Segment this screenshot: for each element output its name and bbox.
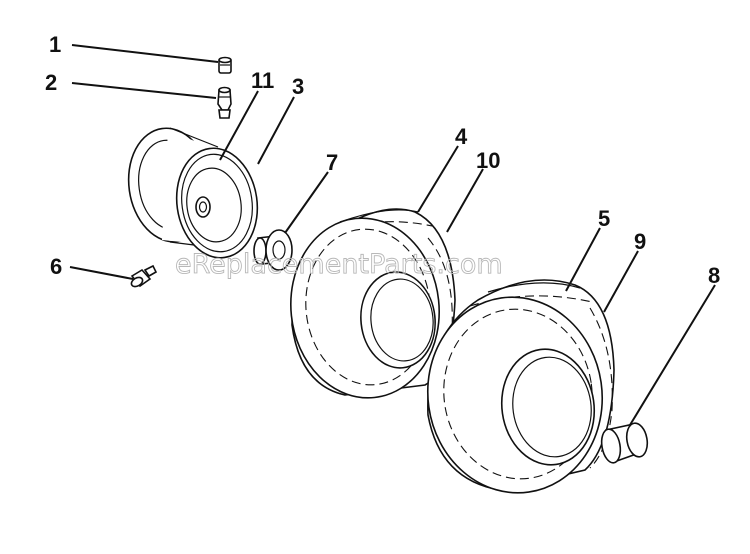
leader-8 (629, 284, 716, 426)
callout-10: 10 (476, 148, 500, 173)
leader-lines (69, 44, 716, 426)
part-7-bushing (253, 229, 293, 271)
leader-1 (71, 44, 219, 63)
part-3-rim (127, 127, 259, 259)
part-8-hub-cap (600, 422, 649, 464)
part-5-tire (426, 279, 615, 494)
callout-numbers: 1 2 11 3 7 4 10 6 5 9 8 (45, 32, 720, 288)
leader-11 (219, 90, 259, 161)
callout-2: 2 (45, 70, 57, 95)
callout-11: 11 (251, 68, 274, 93)
leader-3 (257, 96, 295, 165)
part-1-valve-cap (218, 56, 232, 74)
leader-10 (446, 168, 484, 233)
part-6-grease-fitting (130, 264, 158, 288)
watermark-text: eReplacementParts.com (175, 249, 503, 280)
leader-5 (565, 227, 601, 292)
callout-8: 8 (708, 263, 720, 288)
callout-4: 4 (455, 124, 468, 149)
callout-3: 3 (292, 74, 304, 99)
leader-7 (284, 171, 329, 234)
leader-9 (603, 250, 639, 313)
callout-5: 5 (598, 206, 610, 231)
leader-6 (69, 266, 134, 280)
part-4-tire (290, 208, 456, 399)
callout-9: 9 (634, 229, 646, 254)
callout-6: 6 (50, 254, 62, 279)
callout-1: 1 (49, 32, 61, 57)
leader-4 (417, 145, 459, 213)
leader-2 (71, 82, 217, 99)
part-2-valve-stem (217, 86, 232, 119)
callout-7: 7 (326, 150, 338, 175)
